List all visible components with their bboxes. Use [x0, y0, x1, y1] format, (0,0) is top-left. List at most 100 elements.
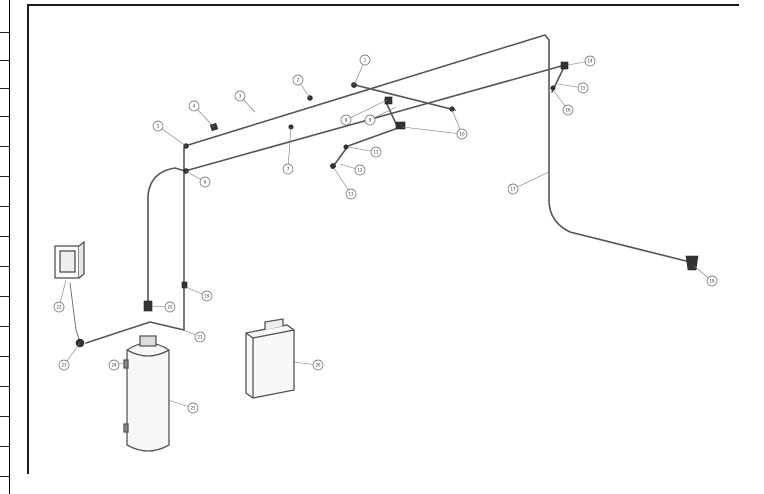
callout-number: 26 [315, 363, 321, 368]
callout-bubble: 16 [562, 104, 574, 116]
parts-list-table-edge [0, 0, 10, 494]
table-row-divider [0, 176, 10, 177]
callout-number: 23 [61, 363, 67, 368]
valve-fitting [560, 61, 569, 70]
table-row-divider [0, 326, 10, 327]
nozzle-fitting [550, 85, 556, 91]
pipe-branch-mid [354, 84, 456, 111]
callout-bubble: 7 [282, 163, 294, 175]
table-row-divider [0, 206, 10, 207]
callout-number: 11 [373, 150, 379, 155]
table-row-divider [0, 32, 10, 33]
pipe-riser-rear [147, 167, 186, 307]
callout-circle [53, 301, 65, 313]
callout-number: 3 [239, 94, 242, 99]
pipe-riser-front [183, 145, 186, 331]
callout-number: 19 [204, 294, 210, 299]
callout-number: 1 [364, 58, 367, 63]
callout-number: 24 [111, 363, 117, 368]
callout-circle [345, 188, 357, 200]
callout-bubble: 12 [354, 164, 366, 176]
elbow-fitting [343, 144, 349, 150]
callout-bubble: 25 [187, 402, 199, 414]
callout-bubble: 8 [340, 114, 352, 126]
callout-circle [364, 114, 376, 126]
callout-number: 21 [197, 335, 203, 340]
table-row-divider [0, 446, 10, 447]
callout-number: 15 [580, 86, 586, 91]
callout-number: 5 [157, 124, 160, 129]
callout-bubble: 26 [312, 359, 324, 371]
callout-bubble: 23 [58, 359, 70, 371]
callout-bubble: 15 [577, 82, 589, 94]
nozzle-fitting [330, 163, 336, 169]
pipe-branch-small [331, 127, 399, 169]
thermostat-wire [69, 282, 81, 343]
callout-bubble: 1 [359, 54, 371, 66]
callout-circle [234, 90, 246, 102]
callout-number: 12 [357, 168, 363, 173]
callout-number: 2 [297, 78, 300, 83]
callout-number: 7 [287, 167, 290, 172]
callout-circle [201, 290, 213, 302]
callout-circle [370, 146, 382, 158]
callout-bubble: 2 [292, 74, 304, 86]
callout-circle [187, 402, 199, 414]
callout-bubble: 21 [194, 331, 206, 343]
manifold-fitting [395, 121, 406, 130]
callout-circle [507, 183, 519, 195]
callout-circle [706, 275, 718, 287]
callout-number: 16 [565, 108, 571, 113]
coupling-fitting [449, 106, 455, 112]
table-row-divider [0, 386, 10, 387]
callout-number: 10 [459, 132, 465, 137]
callout-circle [188, 100, 200, 112]
table-row-divider [0, 356, 10, 357]
callout-circle [58, 359, 70, 371]
valve-fitting [181, 281, 188, 289]
callout-bubble: 18 [706, 275, 718, 287]
table-row-divider [0, 296, 10, 297]
callout-number: 9 [369, 118, 372, 123]
callout-circle [164, 301, 176, 313]
callout-number: 17 [510, 187, 516, 192]
callout-bubble: 11 [370, 146, 382, 158]
table-row-divider [0, 88, 10, 89]
table-row-divider [0, 146, 10, 147]
callout-bubble: 5 [152, 120, 164, 132]
callout-number: 25 [190, 406, 196, 411]
pipe-rear-main [184, 34, 691, 263]
pipe-heater-link [85, 321, 185, 344]
callout-bubble: 19 [201, 290, 213, 302]
table-row-divider [0, 60, 10, 61]
callout-number: 20 [167, 305, 173, 310]
callout-number: 8 [345, 118, 348, 123]
callout-circle [562, 104, 574, 116]
callout-circle [194, 331, 206, 343]
drawing-frame [27, 4, 739, 474]
table-row-divider [0, 266, 10, 267]
callout-number: 13 [348, 192, 354, 197]
table-row-divider [0, 416, 10, 417]
callout-circle [577, 82, 589, 94]
callout-number: 18 [709, 279, 715, 284]
callout-bubble: 10 [456, 128, 468, 140]
table-row-divider [0, 236, 10, 237]
callout-circle [456, 128, 468, 140]
callout-bubble: 9 [364, 114, 376, 126]
callout-bubble: 22 [53, 301, 65, 313]
table-row-divider [0, 116, 10, 117]
tee-fitting [384, 96, 393, 105]
table-row-divider [0, 476, 10, 477]
storage-container [245, 318, 295, 399]
callout-bubble: 20 [164, 301, 176, 313]
callout-bubble: 17 [507, 183, 519, 195]
callout-circle [199, 176, 211, 188]
callout-number: 22 [56, 305, 62, 310]
regulator-fitting [143, 300, 153, 312]
callout-bubble: 3 [234, 90, 246, 102]
callout-circle [354, 164, 366, 176]
callout-bubble: 14 [584, 55, 596, 67]
callout-number: 14 [587, 59, 593, 64]
